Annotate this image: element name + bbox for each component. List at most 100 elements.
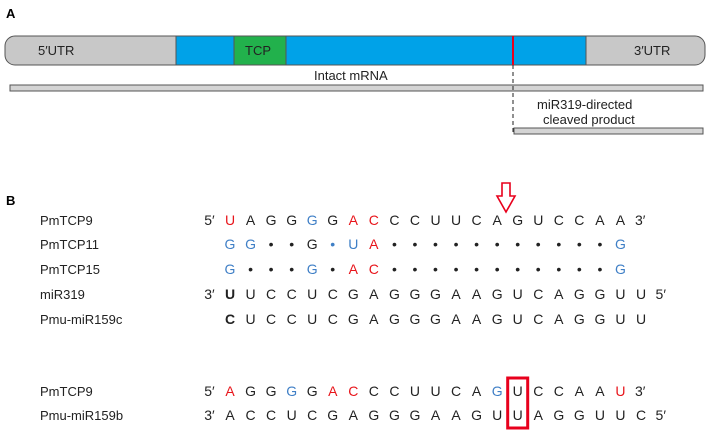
nucleotide: C: [266, 407, 276, 423]
nucleotide: G: [245, 236, 256, 252]
match-dot: •: [454, 261, 459, 277]
nucleotide: U: [595, 407, 605, 423]
row-label: Pmu-miR159c: [40, 312, 123, 327]
nucleotide: U: [492, 407, 502, 423]
match-dot: •: [433, 236, 438, 252]
row-label: PmTCP11: [40, 237, 99, 252]
gene-diagram: 5′UTR TCP 3′UTR: [4, 35, 706, 66]
nucleotide: C: [636, 407, 646, 423]
nucleotide: G: [410, 407, 421, 423]
nucleotide: A: [451, 286, 461, 302]
nucleotide: C: [328, 311, 338, 327]
nucleotide: G: [594, 311, 605, 327]
nucleotide: G: [492, 311, 503, 327]
match-dot: •: [577, 261, 582, 277]
nucleotide: G: [307, 261, 318, 277]
nucleotide: U: [225, 286, 235, 302]
nucleotide: G: [410, 311, 421, 327]
nucleotide: G: [430, 311, 441, 327]
tcp-label: TCP: [245, 43, 271, 58]
tcp-domain: [233, 35, 287, 66]
match-dot: •: [392, 236, 397, 252]
nucleotide: U: [615, 407, 625, 423]
nucleotide: U: [410, 383, 420, 399]
match-dot: •: [556, 261, 561, 277]
match-dot: •: [330, 236, 335, 252]
nucleotide: G: [389, 286, 400, 302]
nucleotide: A: [472, 311, 482, 327]
nucleotide: C: [369, 383, 379, 399]
nucleotide: A: [595, 383, 605, 399]
intact-mrna-label: Intact mRNA: [314, 68, 388, 83]
panel-b-label: B: [6, 193, 15, 208]
strand-suffix: 3′: [635, 212, 646, 228]
nucleotide: G: [389, 407, 400, 423]
nucleotide: U: [615, 311, 625, 327]
match-dot: •: [269, 236, 274, 252]
strand-prefix: 3′: [204, 286, 215, 302]
nucleotide: C: [410, 212, 420, 228]
utr3-label: 3′UTR: [634, 43, 670, 58]
match-dot: •: [495, 261, 500, 277]
match-dot: •: [433, 261, 438, 277]
nucleotide: G: [266, 383, 277, 399]
nucleotide: U: [307, 311, 317, 327]
nucleotide: C: [533, 286, 543, 302]
nucleotide: G: [389, 311, 400, 327]
nucleotide: G: [553, 407, 564, 423]
match-dot: •: [412, 261, 417, 277]
nucleotide: G: [348, 311, 359, 327]
nucleotide: A: [328, 383, 338, 399]
cleaved-product-label-1: miR319-directed: [537, 97, 632, 112]
row-label: PmTCP9: [40, 384, 93, 399]
nucleotide: C: [287, 286, 297, 302]
nucleotide: G: [348, 286, 359, 302]
nucleotide: G: [368, 407, 379, 423]
nucleotide: G: [245, 383, 256, 399]
nucleotide: C: [307, 407, 317, 423]
nucleotide: G: [225, 236, 236, 252]
strand-prefix: 3′: [204, 407, 215, 423]
nucleotide: U: [245, 286, 255, 302]
nucleotide: C: [266, 311, 276, 327]
nucleotide: G: [307, 212, 318, 228]
nucleotide: U: [636, 286, 646, 302]
match-dot: •: [577, 236, 582, 252]
cleaved-product-bar: [513, 127, 704, 135]
nucleotide: G: [430, 286, 441, 302]
nucleotide: G: [225, 261, 236, 277]
match-dot: •: [515, 236, 520, 252]
nucleotide: G: [492, 286, 503, 302]
nucleotide: A: [369, 311, 379, 327]
row-label: PmTCP15: [40, 262, 100, 277]
strand-prefix: 5′: [204, 212, 215, 228]
nucleotide: G: [410, 286, 421, 302]
nucleotide: A: [616, 212, 626, 228]
row-label: miR319: [40, 287, 85, 302]
match-dot: •: [289, 236, 294, 252]
panel-a-label: A: [6, 6, 16, 21]
match-dot: •: [474, 261, 479, 277]
nucleotide: G: [471, 407, 482, 423]
nucleotide: G: [574, 311, 585, 327]
nucleotide: G: [615, 236, 626, 252]
match-dot: •: [597, 261, 602, 277]
nucleotide: A: [349, 261, 359, 277]
nucleotide: A: [554, 311, 564, 327]
cleavage-arrow: [495, 182, 517, 214]
nucleotide: C: [574, 212, 584, 228]
nucleotide: G: [286, 212, 297, 228]
nucleotide: A: [369, 286, 379, 302]
utr5-label: 5′UTR: [38, 43, 74, 58]
match-dot: •: [248, 261, 253, 277]
match-dot: •: [454, 236, 459, 252]
match-dot: •: [597, 236, 602, 252]
nucleotide: A: [451, 407, 461, 423]
match-dot: •: [269, 261, 274, 277]
nucleotide: C: [554, 212, 564, 228]
nucleotide: U: [615, 383, 625, 399]
nucleotide: C: [533, 311, 543, 327]
match-dot: •: [330, 261, 335, 277]
